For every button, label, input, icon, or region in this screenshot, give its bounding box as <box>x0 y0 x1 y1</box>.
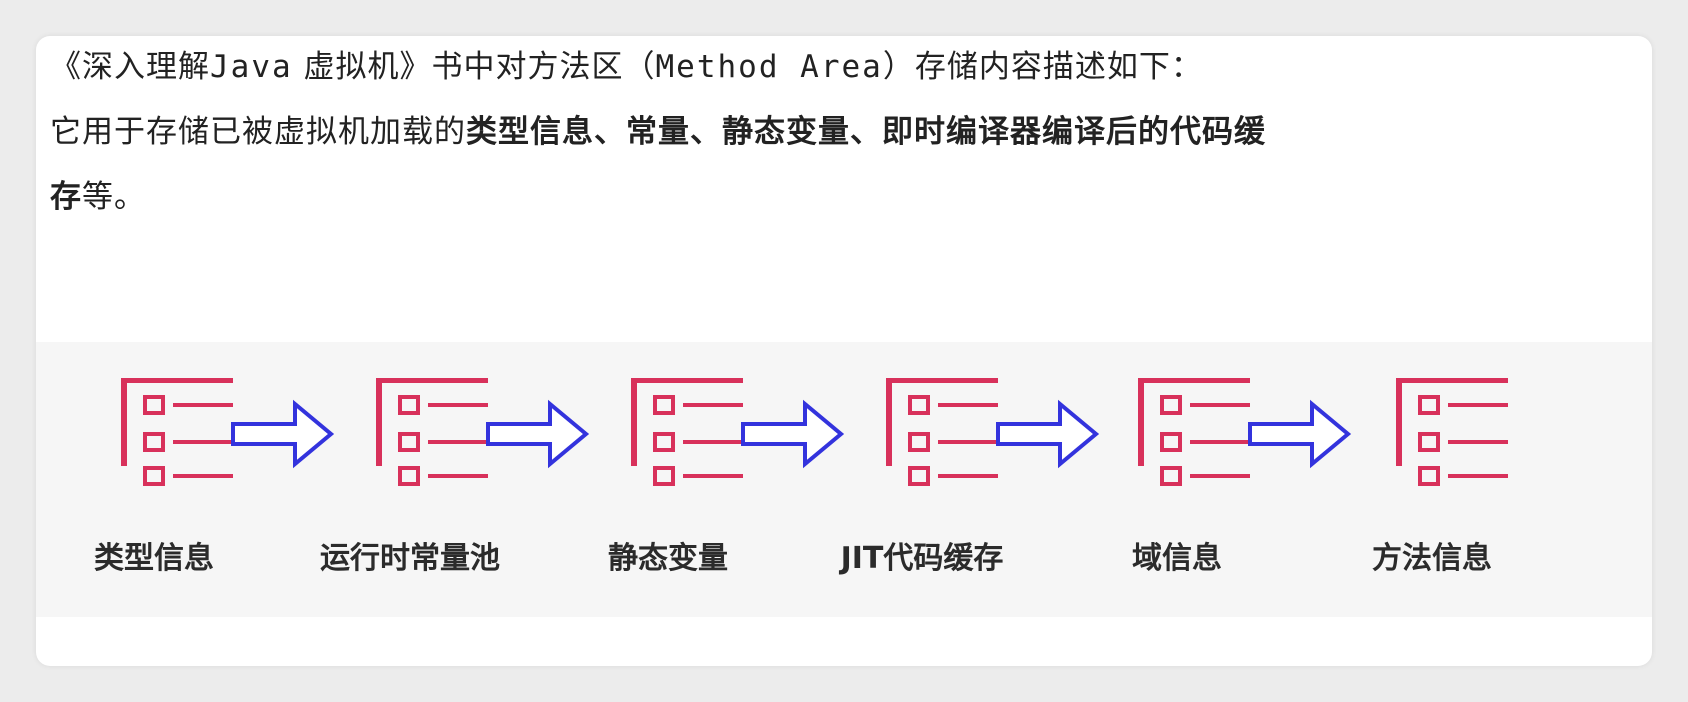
intro-line-3: 存等。 <box>50 171 146 216</box>
list-icon <box>886 378 998 486</box>
intro-text: 《深入理解 <box>50 49 210 85</box>
right-arrow-icon <box>231 399 335 469</box>
code-java: Java <box>210 49 293 85</box>
list-icon <box>376 378 488 486</box>
list-icon <box>121 378 233 486</box>
intro-text: ）存储内容描述如下： <box>882 49 1203 85</box>
flow-graphic <box>121 378 1508 486</box>
intro-text: 等。 <box>82 179 146 215</box>
list-icon <box>1138 378 1250 486</box>
right-arrow-icon <box>741 399 845 469</box>
intro-line-1: 《深入理解Java 虚拟机》书中对方法区（Method Area）存储内容描述如… <box>50 41 1203 86</box>
intro-line-2: 它用于存储已被虚拟机加载的类型信息、常量、静态变量、即时编译器编译后的代码缓 <box>50 106 1266 151</box>
flow-item-label: 类型信息 <box>94 541 214 576</box>
intro-text: 虚拟机》书中对方法区（ <box>303 49 656 85</box>
list-icon <box>1396 378 1508 486</box>
intro-bold-text: 存 <box>50 179 82 215</box>
method-area-diagram: 类型信息 运行时常量池 静态变量 JIT代码缓存 域信息 方法信息 <box>36 342 1652 617</box>
list-icon <box>631 378 743 486</box>
right-arrow-icon <box>486 399 590 469</box>
content-card: 《深入理解Java 虚拟机》书中对方法区（Method Area）存储内容描述如… <box>36 36 1652 666</box>
intro-bold-text: 类型信息、常量、静态变量、即时编译器编译后的代码缓 <box>466 114 1266 150</box>
flow-item-label: 域信息 <box>1132 541 1222 576</box>
right-arrow-icon <box>996 399 1100 469</box>
flow-item-label: JIT代码缓存 <box>840 541 1004 576</box>
right-arrow-icon <box>1248 399 1352 469</box>
flow-item-label: 静态变量 <box>608 541 728 576</box>
code-method-area: Method Area <box>655 49 883 85</box>
flow-item-label: 运行时常量池 <box>320 541 500 576</box>
flow-item-label: 方法信息 <box>1372 541 1492 576</box>
intro-text: 它用于存储已被虚拟机加载的 <box>50 114 466 150</box>
